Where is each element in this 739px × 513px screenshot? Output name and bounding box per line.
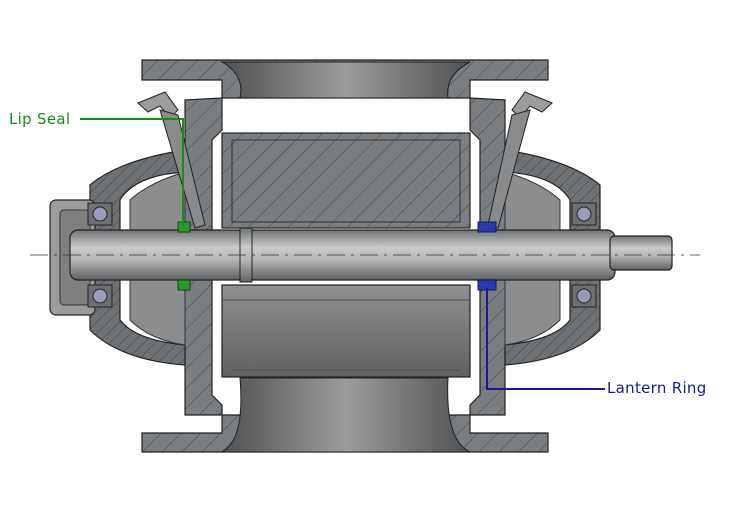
top-flange	[141, 59, 549, 99]
rotor	[221, 132, 471, 378]
lantern-ring-leader-line	[486, 288, 605, 390]
lip-seal-label: Lip Seal	[9, 110, 71, 128]
lip-seal-leader-line	[80, 118, 184, 225]
bearings	[87, 202, 597, 308]
drive-shaft	[30, 227, 700, 283]
bottom-flange	[141, 377, 549, 453]
lantern-ring-label: Lantern Ring	[607, 379, 707, 397]
